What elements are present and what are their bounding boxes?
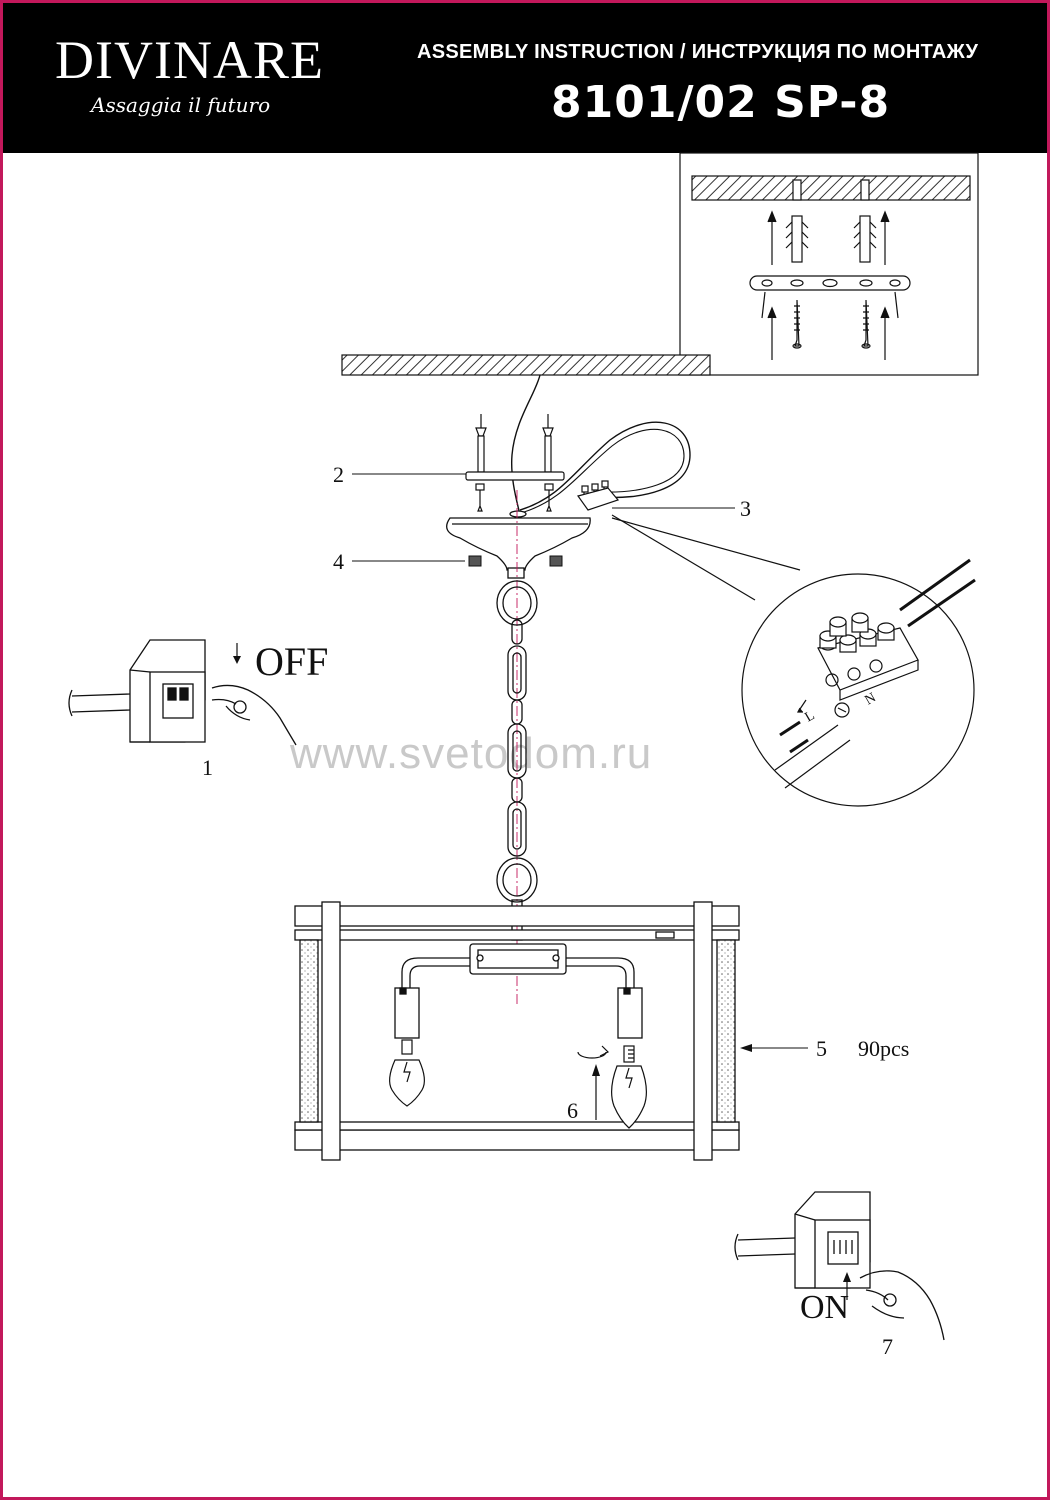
inset-mounting-bracket — [749, 275, 911, 319]
lamp-frame — [294, 901, 740, 1161]
wall-plug-right — [853, 215, 877, 263]
bulb-left — [389, 1039, 425, 1107]
mounting-bracket-assembly — [465, 414, 565, 512]
brand-logo: DIVINARE — [55, 30, 324, 90]
bulb-right — [611, 1045, 647, 1129]
ceiling — [341, 354, 711, 376]
off-label: OFF — [255, 639, 328, 684]
wall-switch-off — [68, 639, 297, 746]
step-5-number: 5 — [816, 1036, 827, 1061]
step-5-quantity: 90pcs — [858, 1036, 909, 1061]
brand-tagline: Assaggia il futuro — [91, 93, 271, 117]
mounting-detail-inset — [679, 152, 979, 376]
lamp-body — [394, 943, 643, 1039]
model-number: 8101/02 SP-8 — [551, 77, 891, 128]
step-6-number: 6 — [567, 1098, 578, 1123]
canopy-nut-left — [468, 555, 482, 567]
on-label: ON — [800, 1289, 849, 1326]
canopy — [446, 510, 591, 579]
wall-switch-on — [734, 1191, 945, 1341]
rotate-arrow-icon — [577, 1051, 607, 1059]
header-bar: DIVINARE Assaggia il futuro ASSEMBLY INS… — [3, 3, 1047, 153]
lamp-cable-loop — [519, 421, 691, 511]
step-2-number: 2 — [333, 462, 344, 487]
step-7-number: 7 — [882, 1334, 893, 1359]
suspension-chain — [496, 580, 538, 941]
step-3-number: 3 — [740, 496, 751, 521]
terminal-block — [577, 480, 620, 511]
inset-screw-right — [861, 299, 871, 349]
inset-screw-left — [792, 299, 802, 349]
inset-arrows — [767, 210, 890, 360]
wall-plug-left — [785, 215, 809, 263]
instruction-title: ASSEMBLY INSTRUCTION / ИНСТРУКЦИЯ ПО МОН… — [417, 41, 979, 63]
watermark: www.svetodom.ru — [289, 729, 652, 778]
step-4-number: 4 — [333, 549, 344, 574]
terminal-detail-circle — [611, 514, 976, 807]
supply-cable — [510, 374, 541, 516]
step-1-number: 1 — [202, 755, 213, 780]
canopy-nut-right — [549, 555, 563, 567]
